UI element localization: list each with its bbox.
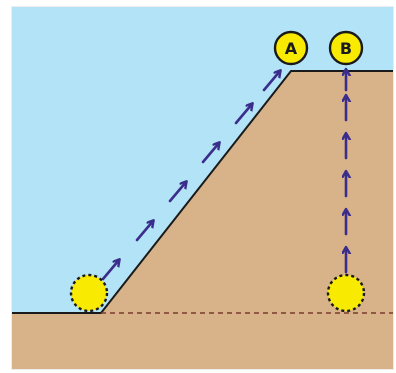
end-ball-a: A — [275, 32, 307, 64]
start-ball-vertical — [328, 275, 364, 311]
label-b: B — [340, 39, 352, 58]
label-a: A — [285, 39, 298, 58]
start-ball-ramp — [71, 275, 107, 311]
end-ball-b: B — [330, 32, 362, 64]
